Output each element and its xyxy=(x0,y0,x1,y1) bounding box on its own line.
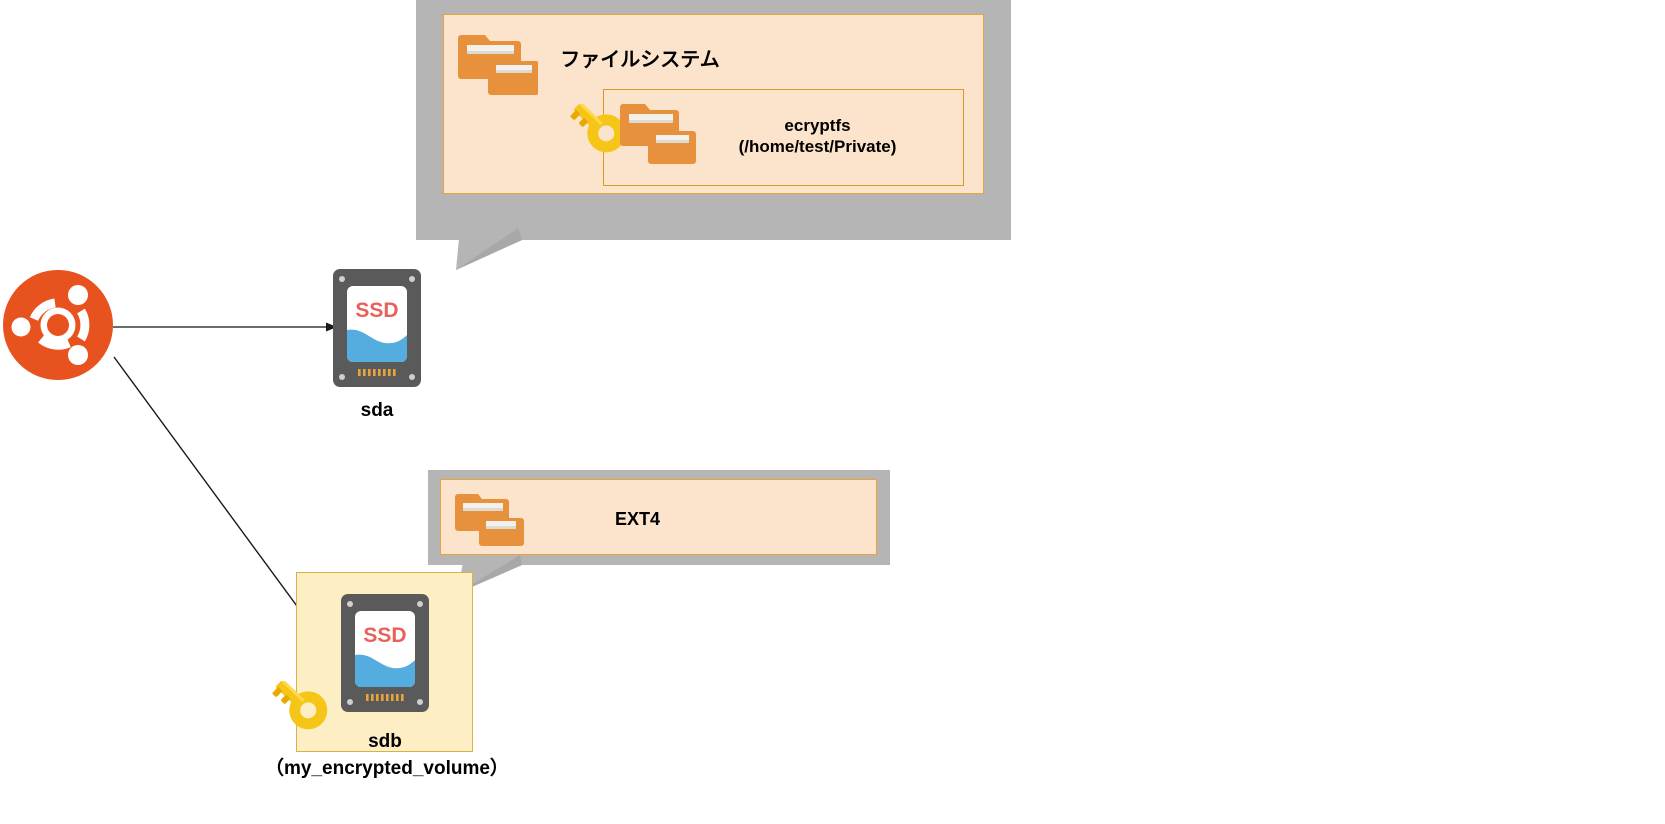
ext4-callout-tail xyxy=(458,555,522,593)
ubuntu-logo-icon[interactable] xyxy=(3,269,113,381)
key-icon xyxy=(570,104,626,153)
folder-stack-icon xyxy=(455,494,524,546)
filesystem-title: ファイルシステム xyxy=(560,49,720,71)
ssd-icon[interactable]: SSD xyxy=(333,269,421,387)
ssd-icon[interactable]: SSD xyxy=(341,594,429,712)
key-icon xyxy=(272,681,328,730)
svg-text:SSD: SSD xyxy=(363,624,406,647)
device-sdb-label: sdb xyxy=(368,731,402,752)
ext4-title: EXT4 xyxy=(614,509,661,529)
device-sda-label: sda xyxy=(360,400,394,421)
device-sdb-sublabel: （my_encrypted_volume） xyxy=(265,758,509,779)
svg-text:SSD: SSD xyxy=(355,299,398,322)
filesystem-callout-tail xyxy=(456,228,522,270)
folder-stack-icon xyxy=(620,104,696,164)
folder-stack-icon xyxy=(458,35,538,95)
ecryptfs-label: ecryptfs (/home/test/Private) xyxy=(738,116,897,156)
